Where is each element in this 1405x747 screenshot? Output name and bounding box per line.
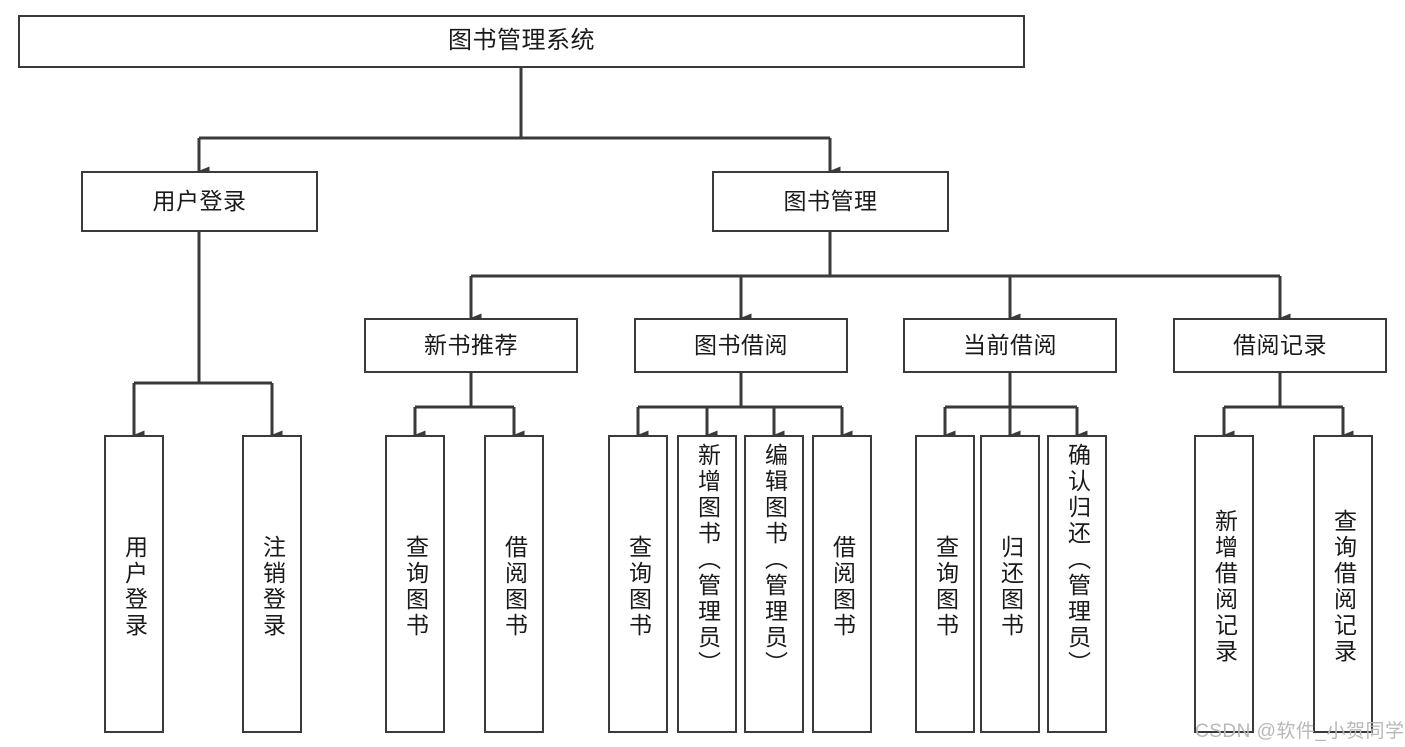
node-leaf-query-book-3[interactable]: 查询图书: [915, 435, 975, 733]
node-leaf-add-book-admin[interactable]: 新增图书（管理员）: [677, 435, 737, 733]
node-label: 图书借阅: [694, 331, 788, 358]
node-label: 新增借阅记录: [1211, 509, 1238, 665]
node-label: 借阅图书: [501, 535, 528, 639]
node-leaf-edit-book-admin[interactable]: 编辑图书（管理员）: [744, 435, 804, 733]
node-label: 图书管理: [783, 187, 878, 214]
node-leaf-add-borrow-record[interactable]: 新增借阅记录: [1194, 435, 1254, 733]
node-label: 查询借阅记录: [1330, 509, 1357, 665]
node-book-management[interactable]: 图书管理: [712, 171, 949, 232]
node-label: 用户登录: [152, 187, 247, 214]
node-leaf-borrow-book-2[interactable]: 借阅图书: [812, 435, 872, 733]
node-leaf-logout-login[interactable]: 注销登录: [242, 435, 302, 733]
node-book-borrow[interactable]: 图书借阅: [634, 318, 848, 373]
node-label: 借阅记录: [1233, 331, 1327, 358]
node-label: 借阅图书: [829, 535, 856, 639]
node-label: 查询图书: [932, 535, 959, 639]
node-label: 确认归还（管理员）: [1064, 443, 1091, 677]
node-leaf-query-book-2[interactable]: 查询图书: [608, 435, 668, 733]
node-borrow-record[interactable]: 借阅记录: [1173, 318, 1387, 373]
node-root-system[interactable]: 图书管理系统: [18, 15, 1025, 68]
node-current-borrow[interactable]: 当前借阅: [903, 318, 1117, 373]
node-user-login[interactable]: 用户登录: [81, 171, 318, 232]
node-label: 编辑图书（管理员）: [761, 443, 788, 677]
node-leaf-borrow-book-1[interactable]: 借阅图书: [484, 435, 544, 733]
node-leaf-return-book[interactable]: 归还图书: [980, 435, 1040, 733]
node-label: 查询图书: [625, 535, 652, 639]
node-leaf-query-book-1[interactable]: 查询图书: [385, 435, 445, 733]
node-label: 查询图书: [402, 535, 429, 639]
node-label: 归还图书: [997, 535, 1024, 639]
node-leaf-query-borrow-record[interactable]: 查询借阅记录: [1313, 435, 1373, 733]
node-label: 新书推荐: [424, 331, 518, 358]
node-leaf-confirm-return-admin[interactable]: 确认归还（管理员）: [1047, 435, 1107, 733]
node-label: 图书管理系统: [448, 27, 595, 55]
node-leaf-user-login[interactable]: 用户登录: [104, 435, 164, 733]
csdn-watermark: CSDN @软件_小贺同学: [1195, 721, 1405, 742]
node-label: 当前借阅: [963, 331, 1057, 358]
node-label: 注销登录: [259, 535, 286, 639]
node-label: 新增图书（管理员）: [694, 443, 721, 677]
node-new-book-recommend[interactable]: 新书推荐: [364, 318, 578, 373]
node-label: 用户登录: [121, 535, 148, 639]
